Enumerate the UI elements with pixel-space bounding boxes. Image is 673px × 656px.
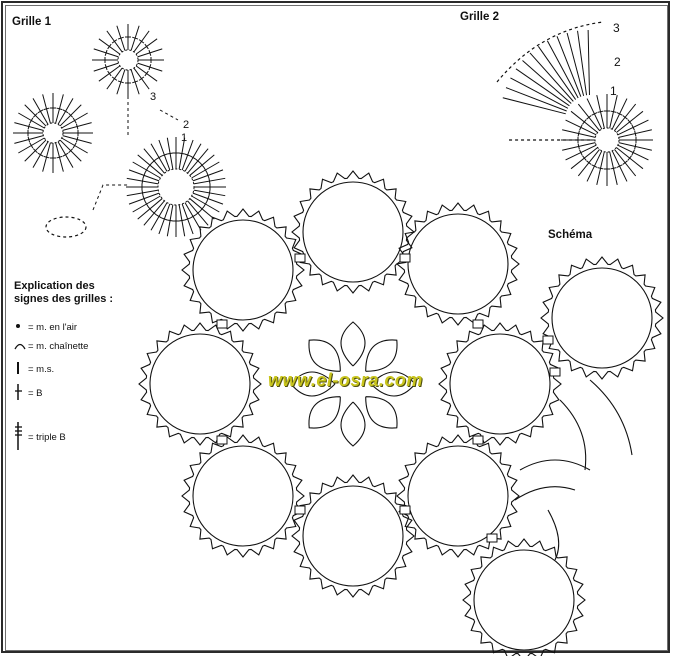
connector-square bbox=[216, 435, 228, 445]
legend-item-triple-crochet: = triple B bbox=[14, 421, 66, 454]
legend-title-line1: Explication des bbox=[14, 280, 95, 292]
legend: Explication des signes des grilles : = m… bbox=[14, 280, 164, 450]
legend-title-line2: signes des grilles : bbox=[14, 293, 114, 305]
schema-motif bbox=[396, 202, 520, 326]
legend-item-single-crochet: = m.s. bbox=[14, 361, 54, 378]
legend-item-label: = triple B bbox=[28, 432, 66, 443]
connector-square bbox=[399, 505, 411, 515]
grille1-title: Grille 1 bbox=[12, 16, 51, 28]
triple-cross-bar-icon bbox=[14, 421, 28, 454]
legend-item-label: = B bbox=[28, 388, 43, 399]
legend-item-label: = m. chaînette bbox=[28, 341, 89, 352]
schema-motif bbox=[438, 322, 562, 446]
grille2-row-mark-3: 3 bbox=[613, 21, 620, 35]
inner-frame bbox=[5, 5, 668, 651]
arc-icon bbox=[14, 340, 28, 353]
grille1-left-rosette bbox=[13, 93, 93, 173]
grille1-row-mark-3: 3 bbox=[150, 91, 156, 103]
grille1-chain-links bbox=[92, 96, 179, 211]
schema-motif bbox=[540, 256, 664, 380]
grille1-chain-loop bbox=[45, 216, 87, 238]
stem-arcs bbox=[514, 379, 633, 561]
schema-motif bbox=[181, 434, 305, 558]
grille2-title: Grille 2 bbox=[460, 11, 499, 23]
schema-motif bbox=[396, 434, 520, 558]
grille1-top-rosette bbox=[92, 24, 164, 96]
dot-icon bbox=[14, 321, 28, 334]
watermark: www.el-osra.com bbox=[268, 370, 423, 390]
connector-square bbox=[472, 319, 484, 329]
connector-square bbox=[472, 435, 484, 445]
center-petals bbox=[290, 321, 416, 447]
schema-diagram bbox=[138, 170, 664, 656]
grille2-row-mark-1: 1 bbox=[610, 84, 617, 98]
connector-square bbox=[294, 505, 306, 515]
connector-square bbox=[216, 319, 228, 329]
schema-motif bbox=[291, 170, 415, 294]
connector-square bbox=[486, 533, 498, 543]
grille2-row-mark-2: 2 bbox=[614, 55, 621, 69]
grille2-fan bbox=[496, 21, 604, 141]
connector-square bbox=[542, 335, 554, 345]
grille2-rosette bbox=[561, 94, 653, 186]
connector-square bbox=[399, 253, 411, 263]
schema-title: Schéma bbox=[548, 229, 593, 241]
grille2-diagram bbox=[496, 21, 653, 186]
grille1-row-mark-2: 2 bbox=[183, 119, 189, 131]
single-cross-bar-icon bbox=[14, 383, 28, 404]
schema-motif bbox=[138, 322, 262, 446]
grille1-diagram bbox=[13, 24, 226, 238]
grille1-row-mark-1: 1 bbox=[181, 132, 187, 144]
schema-motif bbox=[291, 474, 415, 598]
connector-square bbox=[294, 253, 306, 263]
grille1-main-rosette bbox=[126, 137, 226, 237]
connector-square bbox=[549, 367, 561, 377]
legend-item-slip-stitch: = m. chaînette bbox=[14, 340, 88, 353]
legend-item-label: = m. en l'air bbox=[28, 322, 78, 333]
legend-item-label: = m.s. bbox=[28, 364, 55, 375]
schema-motif bbox=[181, 208, 305, 332]
legend-item-chain: = m. en l'air bbox=[14, 321, 77, 334]
legend-item-double-crochet: = B bbox=[14, 383, 43, 404]
schema-motif bbox=[462, 538, 586, 656]
vertical-bar-icon bbox=[14, 361, 28, 378]
